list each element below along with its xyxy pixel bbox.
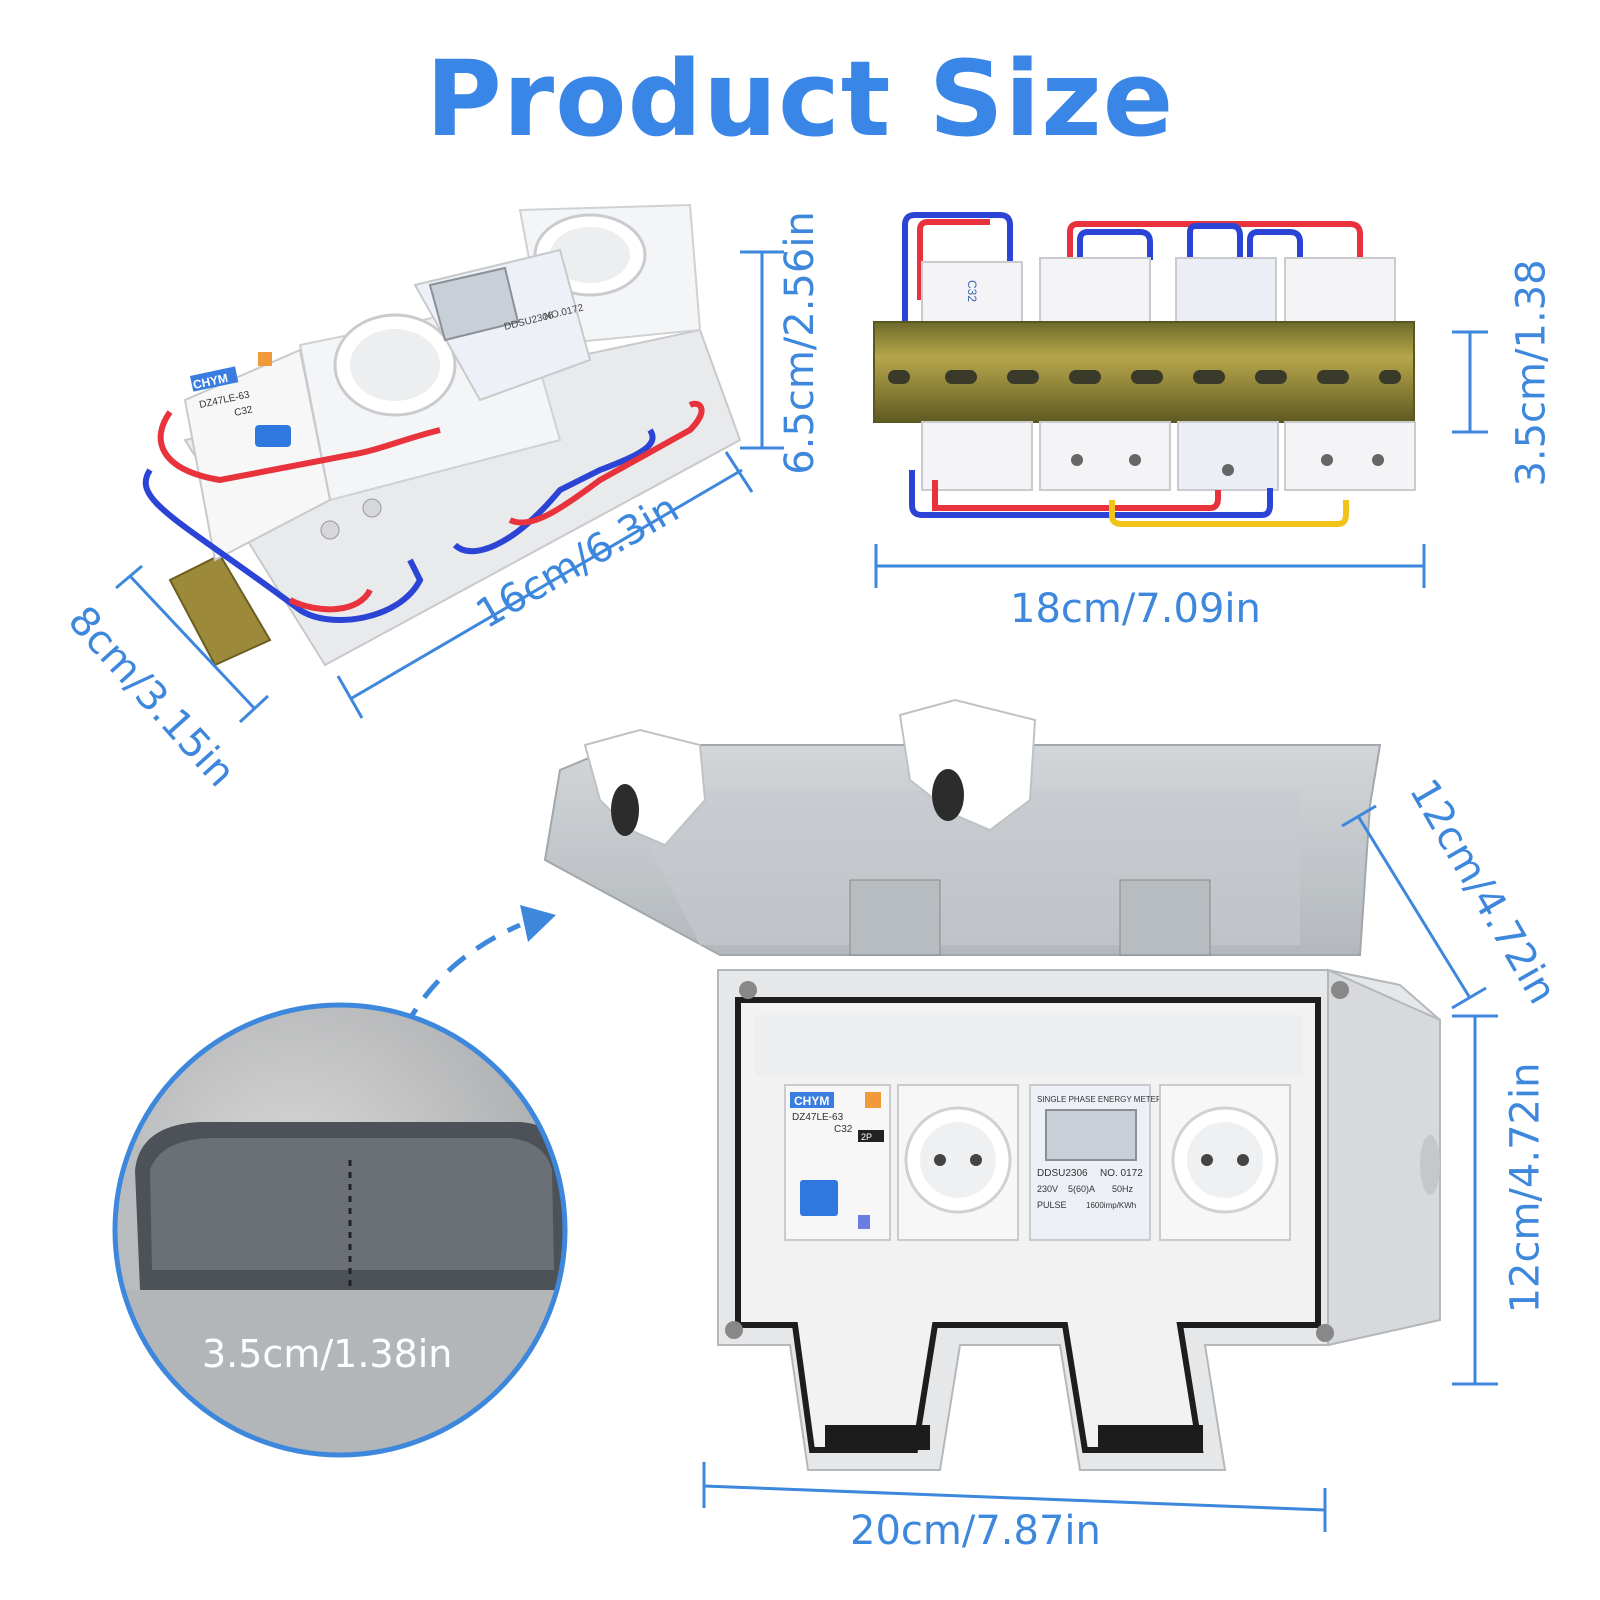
enclosure-side xyxy=(1327,968,1441,1347)
cable-knockout xyxy=(1420,1135,1440,1195)
module-height-label: 6.5cm/2.56in xyxy=(776,211,823,475)
socket-module-bottom xyxy=(1039,421,1171,491)
socket-module-top xyxy=(1284,257,1396,325)
meter-frequency: 50Hz xyxy=(1112,1184,1134,1194)
meter-serial: NO. 0172 xyxy=(1100,1168,1143,1179)
din-assembly-perspective: DDSU2306 NO.0172 CHYM DZ47LE-63 C32 xyxy=(142,203,742,667)
dimension-lines-top-right xyxy=(874,330,1488,588)
meter-display xyxy=(1045,1109,1137,1161)
breaker-brand-badge xyxy=(790,1092,834,1108)
enclosure-width-dimension-line xyxy=(703,1484,1326,1512)
rail-height-label: 3.5cm/1.38 xyxy=(1508,259,1555,487)
breaker-bottom xyxy=(921,421,1033,491)
wire-red xyxy=(917,219,990,300)
zoom-border xyxy=(112,1002,568,1458)
breaker-toggle xyxy=(800,1180,838,1216)
rcbo-breaker xyxy=(183,348,332,562)
test-button xyxy=(865,1092,881,1108)
wire-yellow xyxy=(1109,500,1349,527)
length-dimension-line xyxy=(351,468,743,700)
enclosure-height-label: 12cm/4.72in xyxy=(1502,1062,1549,1314)
meter-voltage: 230V xyxy=(1037,1184,1058,1194)
breaker-rating: C32 xyxy=(233,404,254,419)
dimension-lines-top-left xyxy=(115,250,784,724)
wire-red xyxy=(932,480,1221,511)
zoom-arrow xyxy=(402,922,522,1030)
socket-recess xyxy=(350,329,440,401)
latch-catch xyxy=(825,1425,930,1450)
wire-blue xyxy=(452,428,656,555)
lid-depth-label: 3.5cm/1.38in xyxy=(202,1332,453,1376)
depth-dimension-line xyxy=(128,574,256,710)
meter-pulse: PULSE xyxy=(1037,1200,1067,1210)
rail-slots xyxy=(888,370,1401,384)
weatherproof-enclosure: CHYM DZ47LE-63 C32 2P SINGLE PHASE ENERG… xyxy=(543,698,1441,1471)
terminal-screw xyxy=(320,520,340,540)
enclosure-depth-dimension-line xyxy=(1356,815,1472,999)
meter-module-top xyxy=(1175,257,1277,325)
meter-display xyxy=(428,266,520,342)
front-width-label: 18cm/7.09in xyxy=(1010,586,1261,632)
wire-blue xyxy=(1077,229,1153,260)
page-title: Product Size xyxy=(425,38,1175,160)
din-rail-end xyxy=(168,553,272,667)
breaker-model: DZ47LE-63 xyxy=(792,1112,844,1123)
socket-module-top xyxy=(1039,257,1151,325)
wire-blue xyxy=(1247,229,1303,260)
latch-catch xyxy=(1098,1425,1203,1450)
wire-blue xyxy=(902,212,1013,325)
lid-depth-zoom xyxy=(112,905,568,1458)
rcbo-breaker xyxy=(784,1084,891,1241)
socket-module-bottom xyxy=(1284,421,1416,491)
energy-meter xyxy=(1029,1084,1151,1241)
wire-red xyxy=(157,410,441,484)
test-button xyxy=(258,352,272,366)
meter-model: DDSU2306 xyxy=(1037,1168,1088,1179)
meter-current: 5(60)A xyxy=(1068,1184,1095,1194)
lid-latch xyxy=(583,728,707,847)
wire-red xyxy=(288,588,373,613)
wire-red xyxy=(508,400,705,526)
breaker-label: C32 xyxy=(965,280,979,302)
breaker-toggle xyxy=(255,425,291,447)
meter-heading: SINGLE PHASE ENERGY METER xyxy=(1037,1095,1162,1104)
wire-blue xyxy=(142,468,424,623)
enclosure-width-label: 20cm/7.87in xyxy=(850,1508,1101,1554)
terminal-screw xyxy=(362,498,382,518)
breaker-brand-badge xyxy=(190,366,239,392)
arrow-head xyxy=(520,905,556,942)
breaker-brand: CHYM xyxy=(794,1094,829,1108)
dimension-lines-enclosure xyxy=(702,804,1498,1532)
inner-top-shelf xyxy=(755,1015,1303,1075)
wire-blue xyxy=(909,470,1273,518)
breaker-poles: 2P xyxy=(861,1132,872,1142)
lid-hinge xyxy=(1119,879,1211,956)
breaker-rating: C32 xyxy=(834,1124,853,1135)
wire-blue xyxy=(1187,223,1243,262)
meter-constant: 1600imp/KWh xyxy=(1086,1201,1136,1210)
lid-hinge xyxy=(849,879,941,956)
socket-recess xyxy=(550,227,630,283)
din-assembly-front: C32 xyxy=(873,212,1416,527)
meter-module-bottom xyxy=(1177,421,1279,491)
